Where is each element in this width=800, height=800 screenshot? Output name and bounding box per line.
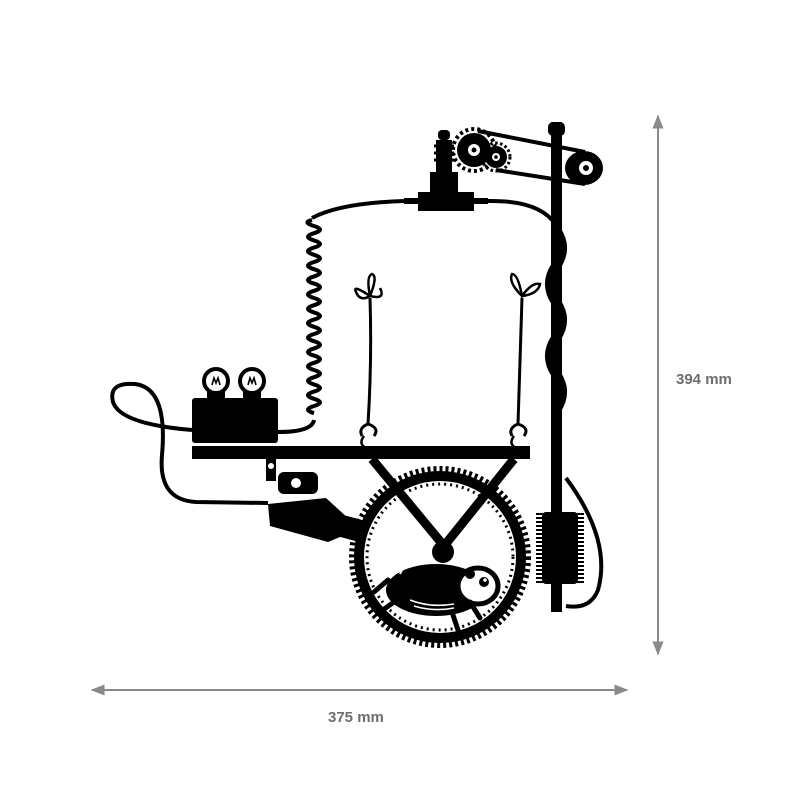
spring-actuator-icon [430, 130, 458, 192]
coiled-cable-icon [277, 218, 322, 434]
gear-icon [451, 127, 512, 173]
vertical-post-icon [545, 122, 567, 612]
light-bulb-icon [238, 367, 266, 399]
hamster-icon [371, 560, 501, 633]
hanging-rope-icon [509, 272, 542, 450]
hamster-wheel-icon [349, 466, 531, 648]
switch-box-icon [311, 192, 558, 227]
power-cable-icon [110, 381, 269, 505]
cylinder-brush-icon [536, 476, 604, 609]
pulley-icon [565, 151, 603, 185]
belt-icon [477, 129, 586, 186]
light-bulb-icon [202, 367, 230, 399]
height-dimension-label: 394 mm [676, 371, 732, 388]
width-dimension-label: 375 mm [328, 709, 384, 726]
lamp-box-icon [192, 367, 278, 443]
hanging-rope-icon [354, 272, 383, 450]
